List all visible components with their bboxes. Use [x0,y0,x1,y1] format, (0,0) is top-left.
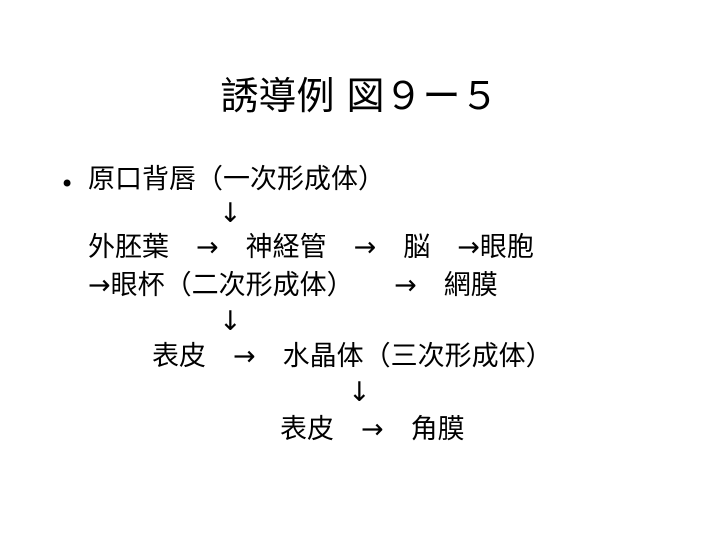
down-arrow-3: ↓ [348,377,371,408]
bullet-marker: • [60,170,75,198]
line-ectoderm-chain: 外胚葉 → 神経管 → 脳 →眼胞 [88,232,534,263]
down-arrow-1: ↓ [219,198,242,229]
line-optic-cup: →眼杯（二次形成体） → 網膜 [88,270,498,301]
line-lens: 表皮 → 水晶体（三次形成体） [152,341,553,372]
down-arrow-2: ↓ [219,306,242,337]
slide-title: 誘導例 図９ー５ [220,74,499,118]
line-dorsal-lip: 原口背唇（一次形成体） [88,164,385,195]
line-cornea: 表皮 → 角膜 [280,414,465,445]
